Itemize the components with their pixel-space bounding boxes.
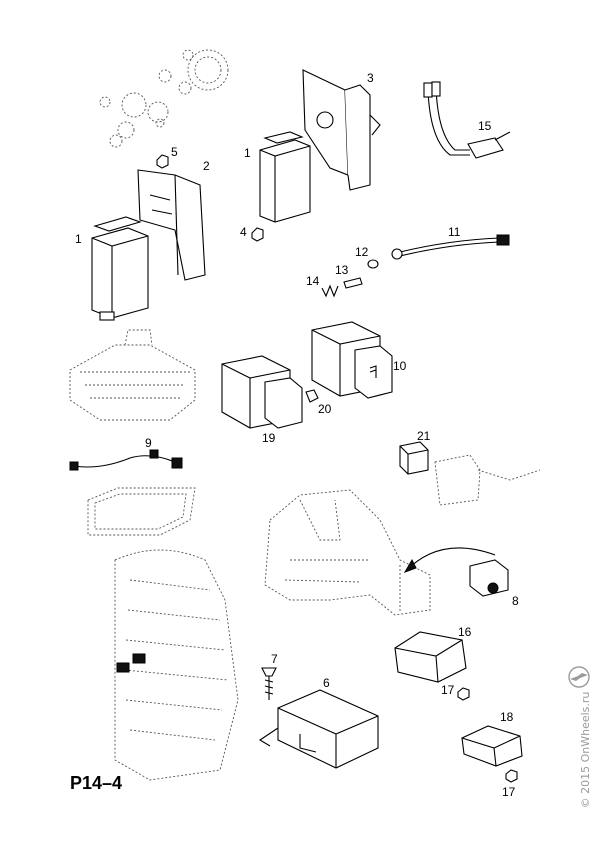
page-code: P14–4: [70, 773, 122, 793]
callout-15: 15: [478, 119, 492, 133]
callout-13: 13: [335, 263, 349, 277]
callout-21: 21: [417, 429, 431, 443]
callout-1b: 1: [244, 146, 251, 160]
control-unit-6: [258, 689, 379, 769]
callout-16: 16: [458, 625, 472, 639]
callout-12: 12: [355, 245, 369, 259]
module-16: [394, 631, 467, 683]
ghost-valve-body: [69, 329, 196, 421]
bolt-13: [343, 277, 363, 289]
nut-17-lower: [505, 769, 518, 783]
callout-18: 18: [500, 710, 514, 724]
callout-8: 8: [512, 594, 519, 608]
ghost-door-panel: [114, 549, 239, 781]
screw-7: [261, 667, 277, 700]
switch-8: [403, 547, 509, 597]
callout-3: 3: [367, 71, 374, 85]
callout-6: 6: [323, 676, 330, 690]
spring-14: [321, 284, 339, 298]
callout-7: 7: [271, 652, 278, 666]
watermark: © 2015 OnWheels.ru: [579, 692, 592, 809]
nut-5: [156, 154, 169, 169]
nut-17-upper: [457, 687, 470, 701]
callout-19: 19: [262, 431, 276, 445]
callout-10: 10: [393, 359, 407, 373]
ghost-gear-cluster: [99, 49, 229, 148]
callout-1a: 1: [75, 232, 82, 246]
callout-17b: 17: [502, 785, 516, 799]
ghost-oil-pan-gasket: [87, 487, 196, 536]
callout-17a: 17: [441, 683, 455, 697]
callout-9: 9: [145, 436, 152, 450]
watermark-text: © 2015 OnWheels.ru: [579, 692, 592, 809]
switch-10: [311, 321, 393, 399]
switch-19: [221, 355, 303, 429]
sensor-18: [461, 725, 523, 767]
harness-9: [69, 449, 183, 471]
relay-21: [399, 441, 429, 475]
control-module-1-right: [259, 131, 311, 223]
ghost-relay-harness: [434, 454, 541, 506]
control-module-1-left: [91, 216, 149, 321]
callout-11: 11: [448, 225, 461, 239]
nut-4: [251, 227, 264, 242]
callout-20: 20: [318, 402, 332, 416]
sensor-15: [423, 81, 511, 159]
opel-logo-icon: [568, 666, 590, 688]
bracket-3: [302, 69, 381, 191]
callout-labels: 1 1 2 3 4 5 6 7 8 9 10 11 12 13 14 15 16…: [75, 71, 519, 799]
callout-2: 2: [203, 159, 210, 173]
wire-11: [391, 234, 510, 260]
callout-14: 14: [306, 274, 320, 288]
door-switch-pair: [116, 653, 146, 673]
bracket-2: [137, 169, 206, 281]
callout-4: 4: [240, 225, 247, 239]
callout-5: 5: [171, 145, 178, 159]
washer-12: [367, 259, 379, 269]
bulb-20: [305, 389, 319, 403]
ghost-transfer-case: [264, 489, 431, 616]
